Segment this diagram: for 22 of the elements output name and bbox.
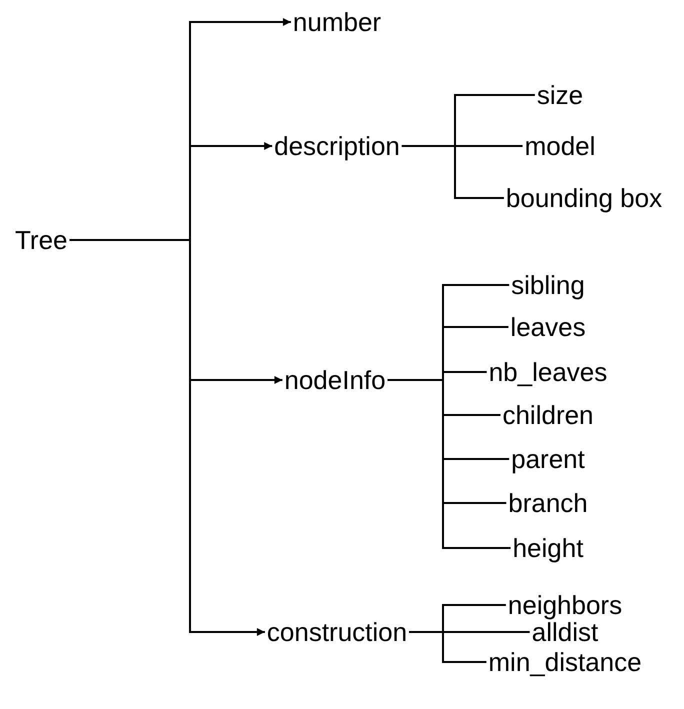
connector-line — [409, 631, 486, 663]
node-label: neighbors — [508, 592, 622, 618]
connector-line — [402, 145, 504, 199]
node-label: description — [274, 133, 400, 159]
node-label: nodeInfo — [284, 367, 386, 393]
connector-line — [388, 379, 511, 549]
node-label: construction — [266, 619, 408, 645]
node-label: height — [512, 535, 584, 561]
node-label: min_distance — [488, 649, 642, 675]
node-label: sibling — [511, 272, 585, 298]
node-label: branch — [508, 490, 588, 516]
node-label: children — [502, 402, 594, 428]
node-label: Tree — [15, 227, 68, 253]
node-label: model — [524, 133, 596, 159]
node-label: nb_leaves — [488, 359, 608, 385]
node-label: parent — [511, 446, 585, 472]
arrow — [70, 239, 265, 636]
node-label: number — [292, 9, 382, 35]
node-label: leaves — [510, 314, 586, 340]
node-label: size — [536, 82, 584, 108]
node-label: bounding box — [506, 185, 662, 211]
node-label: alldist — [532, 619, 598, 645]
